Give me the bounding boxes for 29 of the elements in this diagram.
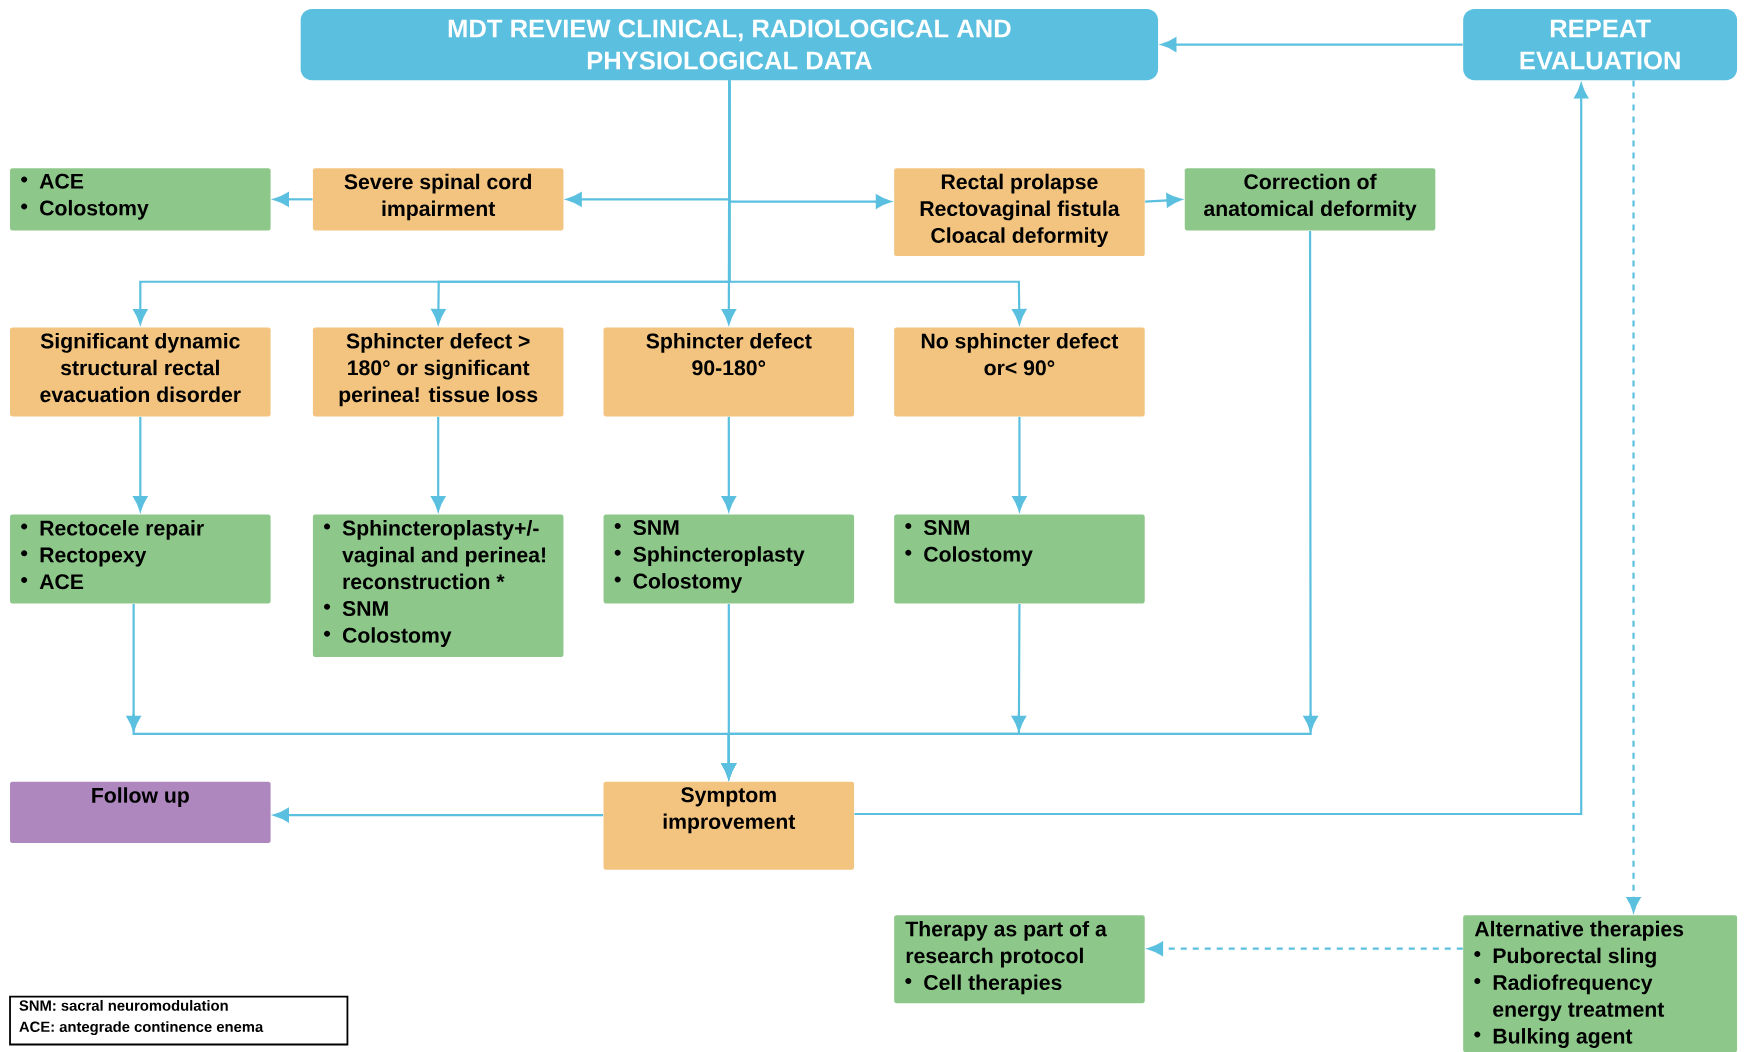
treatment-box: Sphincteroplasty+/- vaginal and perinea! reconstruction * SNM Colostomy	[312, 514, 564, 657]
treatment-box: Correction of anatomical deformity	[1184, 168, 1436, 231]
arrow	[721, 416, 736, 512]
arrow	[133, 416, 148, 512]
decision-box: Symptom improvement	[603, 781, 855, 870]
arrow	[854, 83, 1589, 815]
outcome-box: Follow up	[10, 781, 271, 843]
treatment-box: Rectocele repair Rectopexy ACE	[10, 514, 271, 604]
arrow	[1145, 193, 1182, 208]
condition-box: Severe spinal cord impairment	[312, 168, 564, 231]
condition-box: No sphincter defect or< 90°	[894, 327, 1145, 417]
arrow	[1012, 416, 1027, 512]
treatment-box: Alternative therapies Puborectal sling Radiofrequency energy treatment Bulking agent	[1463, 915, 1738, 1052]
arrow	[273, 192, 313, 207]
header-box: REPEAT EVALUATION	[1463, 8, 1738, 81]
condition-box: Rectal prolapse Rectovaginal fistula Cloacal deformity	[894, 168, 1145, 256]
arrow	[721, 230, 1318, 779]
treatment-box: SNM Sphincteroplasty Colostomy	[603, 514, 855, 604]
condition-box: Significant dynamic structural rectal evacuation disorder	[10, 327, 271, 417]
condition-box: Sphincter defect 90-180°	[603, 327, 855, 417]
condition-box: Sphincter defect > 180° or significant perinea! tissue loss	[312, 327, 564, 417]
treatment-box: ACE Colostomy	[10, 168, 271, 231]
treatment-box: Therapy as part of a research protocol Cell therapies	[894, 915, 1145, 1004]
dashed-arrow	[1147, 941, 1463, 956]
treatment-box: SNM Colostomy	[894, 514, 1145, 604]
arrow	[273, 807, 604, 822]
arrow	[431, 416, 446, 512]
abbreviation-note: SNM: sacral neuromodulation ACE: antegrade continence enema	[9, 995, 349, 1046]
header-box: MDT REVIEW CLINICAL, RADIOLOGICAL AND PHYSIOLOGICAL DATA	[300, 8, 1159, 81]
